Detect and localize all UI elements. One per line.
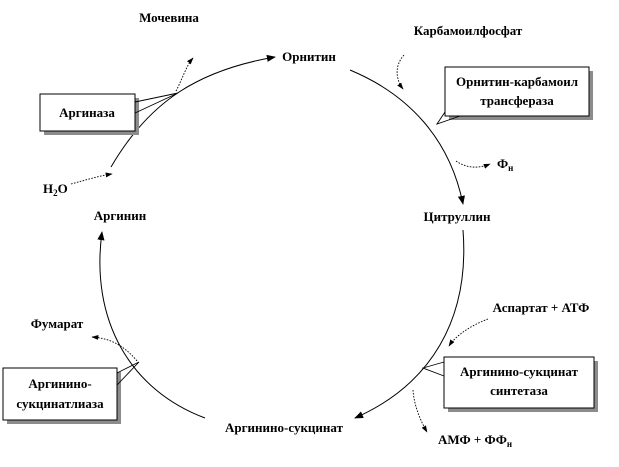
metabolite-citrulline: Цитруллин [424,209,491,224]
arrow-from-carbamoyl-phosphate [396,54,405,90]
metabolite-arginine: Аргинин [94,208,147,223]
enzyme-box-argininosuccinate-lyase: Аргинино- сукцинатлиаза [2,361,140,424]
arc-argininosuccinate-to-arginine [97,231,206,419]
enzyme-otc-line1: Орнитин-карбамоил [456,74,578,89]
arrow-to-urea [175,57,194,92]
enzyme-arginase-label: Аргиназа [59,105,115,120]
enzyme-box-argininosuccinate-synthetase: Аргинино-сукцинат синтетаза [421,356,598,412]
metabolite-amp-pyrophosphate: АМФ + ФФн [438,432,512,449]
enzyme-asl-line1: Аргинино- [28,376,91,391]
arc-citrulline-to-argininosuccinate [354,229,465,419]
arrow-from-aspartate-atp [448,318,489,347]
arrow-from-water [70,172,113,185]
metabolite-aspartate-atp: Аспартат + АТФ [493,300,590,315]
metabolite-argininosuccinate: Аргинино-сукцинат [225,420,344,435]
arrow-to-phosphate [455,160,491,169]
enzyme-box-ornithine-carbamoyltransferase: Орнитин-карбамоил трансфераза [435,66,593,125]
enzyme-asl-line2: сукцинатлиаза [16,396,104,411]
arrow-to-fumarate [91,334,138,362]
arc-arginine-to-ornithine [110,54,276,168]
arc-ornithine-to-citrulline [349,69,465,205]
enzyme-ass-line2: синтетаза [490,383,548,398]
enzyme-otc-line2: трансфераза [480,93,554,108]
metabolite-inorganic-phosphate: Фн [497,156,513,173]
metabolite-urea: Мочевина [139,10,199,25]
enzyme-box-arginase: Аргиназа [39,92,179,135]
metabolite-carbamoyl-phosphate: Карбамоилфосфат [414,23,523,38]
arrow-to-amp-ppi [412,389,428,433]
metabolite-fumarate: Фумарат [31,316,84,331]
enzyme-ass-line1: Аргинино-сукцинат [460,364,579,379]
metabolite-ornithine: Орнитин [282,49,336,64]
metabolite-water: H2O [43,181,68,198]
